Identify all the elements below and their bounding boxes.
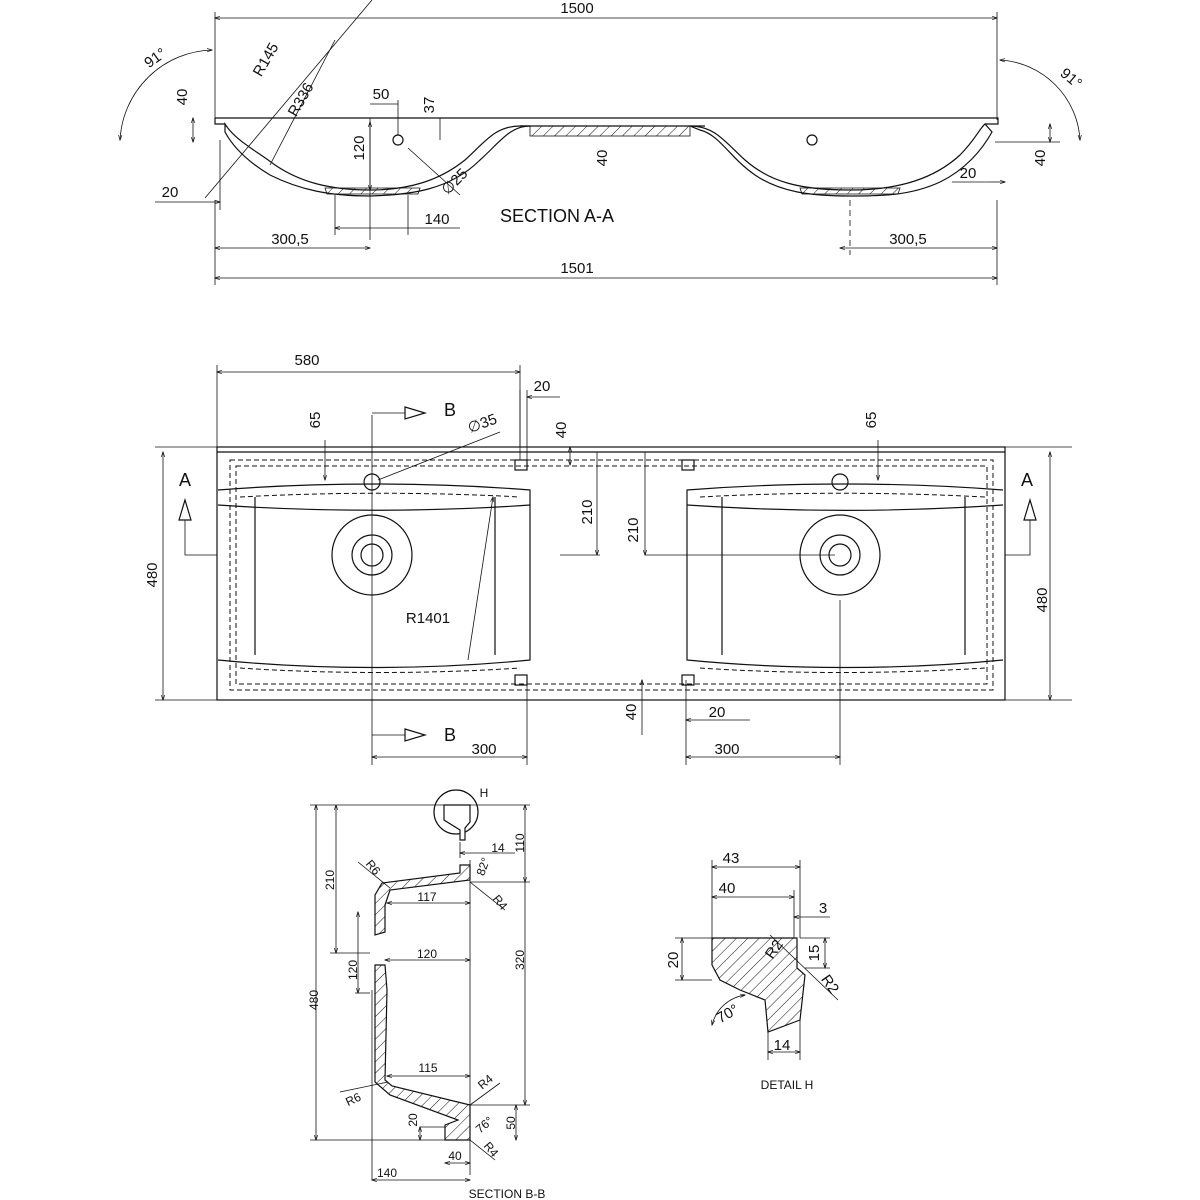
dim-drain-width: 140 [424,211,449,228]
dim-foot-height: 20 [406,1113,420,1127]
cut-a-left: A [179,470,191,490]
section-b-b: H 110 14 R6 82° 210 117 R4 120 320 120 4… [307,786,545,1200]
angle-top: 82° [474,856,493,878]
dim-width-outer: 43 [723,850,740,867]
radius-bottom-right-r4: R4 [475,1071,496,1092]
dim-step: 15 [806,945,823,962]
dim-center-height: 40 [594,150,611,167]
dim-bowl-depth: 120 [351,135,368,160]
angle-bottom: 76° [473,1114,496,1137]
dim-tap-offset-left: 65 [307,412,324,429]
radius-top-r6: R6 [363,857,384,878]
plan-view: 580 20 B B 65 65 ∅35 40 A A 210 210 480 … [144,352,1072,765]
angle-70: 70° [714,1001,742,1027]
dim-drain-depth: 210 [323,870,337,890]
dim-drain-depth-1: 210 [579,499,596,524]
dim-height: 20 [665,952,682,969]
cut-a-right: A [1021,470,1033,490]
dim-580: 580 [294,352,319,369]
section-a-a: 1500 91° 91° R145 R336 40 50 37 120 ∅25 … [120,0,1085,285]
section-b-b-title: SECTION B-B [469,1187,546,1200]
dim-depth-left: 480 [144,562,161,587]
dim-width-inner: 40 [719,880,736,897]
cut-b-bottom: B [444,725,456,745]
dim-depth-right: 480 [1034,587,1051,612]
detail-h-marker: H [480,786,489,800]
dim-rim-right: 40 [1032,150,1049,167]
dim-shelf-width: 117 [417,890,436,904]
section-a-a-title: SECTION A-A [500,206,614,226]
dim-bowl-offset-right: 300,5 [889,231,927,248]
dim-bowl-offset-left: 300,5 [271,231,309,248]
detail-h: 43 40 3 20 R2 15 R2 70° 14 DETAIL H [665,850,842,1092]
dim-total-depth: 480 [307,990,321,1010]
dim-tap-offset-right: 65 [863,412,880,429]
dim-wall-left: 20 [162,184,179,201]
dim-opening-width: 120 [417,947,437,961]
dim-drain-depth-2: 210 [625,517,642,542]
angle-right: 91° [1057,65,1085,93]
dim-tap-offset: 50 [373,86,390,103]
dim-body-height: 320 [513,950,527,970]
dim-drain-offset-left: 300 [471,741,496,758]
dim-divider-bottom: 20 [709,704,726,721]
dim-bottom-width: 115 [418,1061,437,1075]
dim-front-rim: 40 [623,704,640,721]
radius-foot-r4: R4 [481,1139,502,1160]
dim-gap: 3 [819,900,827,917]
dim-divider-top: 20 [534,378,551,395]
dim-top-height: 110 [513,833,527,852]
dim-rim-left: 40 [174,89,191,106]
cut-b-top: B [444,400,456,420]
angle-left: 91° [141,45,169,72]
dim-tap-depth: 37 [421,97,438,114]
radius-r1401: R1401 [406,610,450,627]
dim-back-rim: 40 [553,422,570,439]
radius-2: R2 [817,972,842,997]
dim-lip-width: 14 [491,841,505,855]
dim-foot-width: 40 [448,1149,462,1163]
radius-r145: R145 [250,40,283,80]
dim-wall-right: 20 [960,165,977,182]
dim-1500: 1500 [560,0,593,17]
dim-base-width: 140 [377,1166,397,1180]
dim-opening-height: 120 [346,960,360,980]
radius-bottom-r6: R6 [343,1090,363,1109]
detail-h-title: DETAIL H [761,1078,814,1092]
dim-drain-offset-right: 300 [714,741,739,758]
dim-lip: 14 [774,1037,791,1054]
radius-top-right-r4: R4 [490,892,511,913]
dim-tap-hole: ∅35 [466,411,500,437]
dim-foot-total: 50 [504,1116,518,1130]
radius-r336: R336 [285,80,318,120]
dim-1501: 1501 [560,260,593,277]
